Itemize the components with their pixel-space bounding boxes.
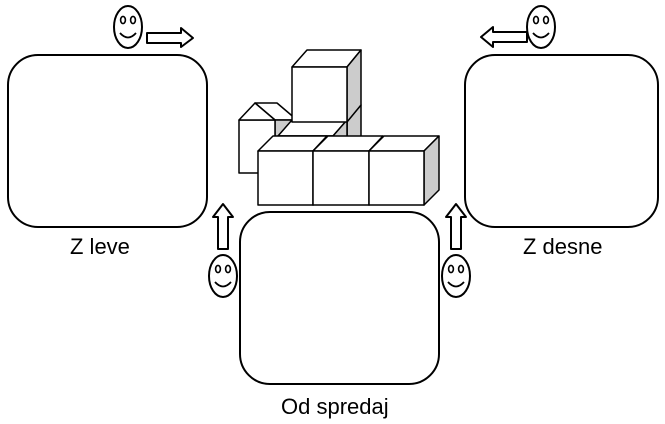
arrow-right-icon	[146, 27, 194, 48]
left-observer	[113, 5, 194, 49]
smiley-face-icon	[113, 5, 143, 49]
right-view-box	[464, 54, 659, 228]
smiley-face-icon	[208, 254, 238, 298]
arrow-up-icon	[212, 203, 234, 250]
front-view-box	[239, 211, 440, 385]
arrow-up-icon	[445, 203, 467, 250]
cube	[368, 135, 440, 206]
front-right-observer	[441, 203, 471, 298]
left-view-label: Z leve	[70, 234, 130, 259]
cube	[291, 49, 362, 123]
left-view-box	[7, 54, 208, 228]
smiley-face-icon	[441, 254, 471, 298]
arrow-left-icon	[480, 26, 528, 48]
cube-structure	[238, 49, 440, 206]
smiley-face-icon	[526, 5, 556, 49]
front-left-observer	[208, 203, 238, 298]
front-view-label: Od spredaj	[281, 394, 389, 419]
right-view-label: Z desne	[523, 234, 603, 259]
right-observer	[480, 5, 556, 49]
